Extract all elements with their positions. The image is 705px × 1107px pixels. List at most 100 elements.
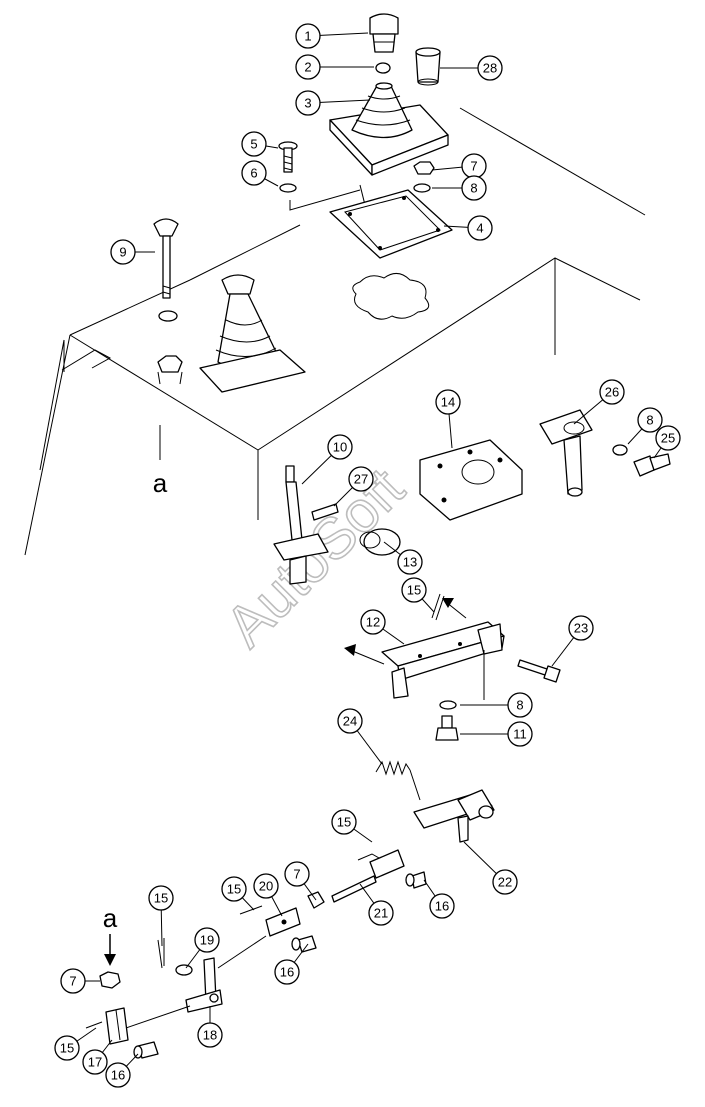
- motion-arrow-icon: [344, 598, 467, 665]
- callout-label: 7: [470, 159, 477, 174]
- callout-c20: 20: [253, 873, 283, 917]
- part-collar-13: [359, 528, 401, 556]
- callout-c16c: 16: [105, 1053, 139, 1088]
- part-lever-22: [413, 789, 495, 843]
- part-sleeve: [415, 47, 441, 86]
- callout-c8b: 8: [627, 407, 663, 445]
- callout-label: 16: [111, 1068, 125, 1083]
- callout-c8a: 8: [432, 175, 487, 201]
- part-bracket-18: [185, 957, 223, 1013]
- callout-label: 15: [154, 891, 168, 906]
- callout-label: 19: [200, 933, 214, 948]
- callout-c23: 23: [551, 615, 594, 667]
- part-lever-9: [153, 218, 179, 299]
- part-bolt-11: [435, 715, 459, 741]
- part-clevis-17: [105, 1007, 129, 1045]
- view-label-a-bottom: a: [103, 903, 118, 933]
- callout-label: 18: [203, 1028, 217, 1043]
- callout-c16a: 16: [423, 879, 455, 919]
- watermark: AutoSoft: [213, 456, 416, 659]
- callout-label: 26: [605, 385, 619, 400]
- callout-label: 8: [646, 413, 653, 428]
- part-bolt-25: [633, 453, 671, 477]
- callout-label: 10: [333, 440, 347, 455]
- callout-label: 3: [304, 96, 311, 111]
- callout-c26: 26: [573, 379, 625, 425]
- part-bolt-5: [278, 141, 298, 173]
- part-floor-lever-boot: [199, 274, 306, 393]
- callout-c28: 28: [440, 55, 503, 81]
- callout-label: 22: [498, 875, 512, 890]
- callout-label: 5: [250, 137, 257, 152]
- callout-c15b: 15: [331, 809, 373, 843]
- part-washer-8-top: [413, 183, 431, 193]
- callout-label: 15: [227, 882, 241, 897]
- callout-label: 9: [119, 245, 126, 260]
- callout-label: 12: [366, 615, 380, 630]
- callout-c8c: 8: [460, 692, 533, 718]
- callout-c24: 24: [337, 708, 383, 765]
- console-outline: [24, 107, 646, 556]
- part-split-pin-15d: [157, 938, 165, 969]
- callout-c3: 3: [295, 90, 371, 116]
- callout-label: 15: [407, 583, 421, 598]
- callout-label: 8: [516, 698, 523, 713]
- callout-c6: 6: [241, 160, 279, 187]
- callout-c22: 22: [463, 841, 518, 895]
- callout-label: 23: [574, 621, 588, 636]
- part-washer-9: [158, 310, 178, 322]
- part-split-pin-15e: [85, 1021, 103, 1029]
- callout-label: 14: [441, 395, 455, 410]
- part-pin-16a: [405, 871, 427, 889]
- callout-c15c: 15: [221, 876, 255, 911]
- callout-c1: 1: [295, 23, 369, 49]
- callout-label: 28: [483, 61, 497, 76]
- part-knob: [369, 13, 399, 53]
- view-arrow-icon: [104, 934, 116, 966]
- callout-c19: 19: [185, 927, 220, 969]
- callout-label: 17: [88, 1055, 102, 1070]
- part-shift-lever-10: [273, 465, 329, 585]
- callout-label: 4: [476, 221, 483, 236]
- part-pin-16b: [291, 935, 317, 953]
- callout-c14: 14: [435, 389, 461, 449]
- callout-label: 1: [304, 29, 311, 44]
- callout-c7a: 7: [431, 153, 487, 179]
- part-clevis-20: [265, 907, 301, 937]
- callout-label: 16: [280, 965, 294, 980]
- callout-c17: 17: [82, 1039, 113, 1075]
- callout-c15e: 15: [54, 1027, 97, 1061]
- callout-label: 11: [513, 727, 527, 742]
- part-plate: [329, 189, 453, 259]
- callout-label: 7: [293, 867, 300, 882]
- part-shift-boot: [329, 82, 449, 176]
- callout-c27: 27: [333, 466, 374, 507]
- callout-c21: 21: [359, 883, 394, 926]
- part-nut-7-top: [413, 161, 435, 175]
- part-long-bolt-23: [517, 659, 561, 683]
- part-split-pin-15c: [239, 905, 263, 915]
- part-nut-7-bottom: [99, 971, 121, 989]
- callout-label: 15: [337, 815, 351, 830]
- part-pin-27: [311, 503, 339, 521]
- callout-c7c: 7: [60, 968, 100, 994]
- callout-c25: 25: [653, 425, 681, 459]
- part-bracket-26: [539, 409, 593, 497]
- callout-c18: 18: [197, 1006, 223, 1048]
- callout-c16b: 16: [274, 943, 309, 985]
- callout-label: 24: [343, 714, 357, 729]
- callout-label: 7: [69, 974, 76, 989]
- part-rail-12: [381, 621, 505, 699]
- part-washer-6: [279, 183, 297, 193]
- callout-c9: 9: [110, 239, 155, 265]
- part-small-nut: [375, 62, 391, 74]
- callout-c11: 11: [460, 721, 533, 747]
- callout-label: 16: [435, 899, 449, 914]
- callout-c4: 4: [443, 215, 493, 241]
- callout-label: 8: [470, 181, 477, 196]
- callout-label: 27: [354, 472, 368, 487]
- callout-label: 2: [304, 60, 311, 75]
